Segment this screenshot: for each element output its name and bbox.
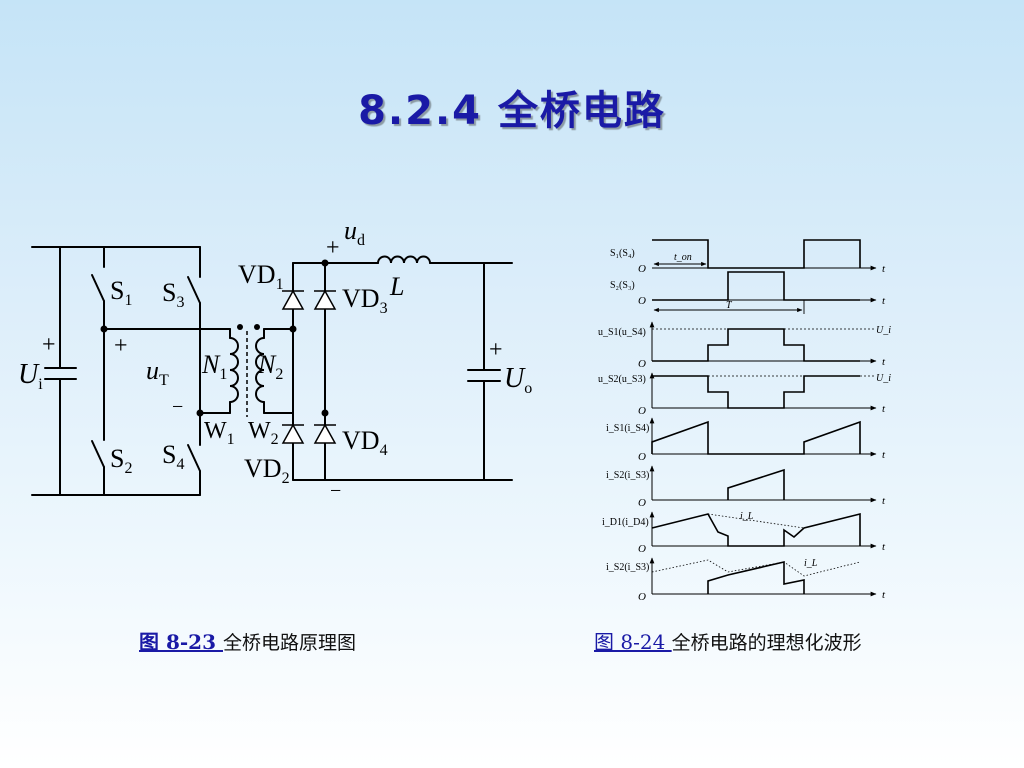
label-vd1: VD1 [238,260,284,293]
dimension-arrows [653,261,805,314]
wave-id1-id4 [651,512,861,547]
label-s1: S1 [110,276,132,309]
full-bridge-circuit-diagram: S1 S3 S2 S4 + Ui + uT − N1 N2 W1 W2 VD1 … [18,216,532,502]
row-label-is2-is3-lower: i_S2(i_S3) [606,562,649,573]
wave-is2-is3 [727,468,785,500]
caption-fig-8-24: 图 8-24 全桥电路的理想化波形 [594,626,862,655]
wave-us2-us3 [652,375,860,409]
row-label-s1-s4: S₁(S₄) [610,248,635,259]
t-label-2: t [882,295,886,307]
time-axes [652,265,877,597]
caption-text-8-24: 全桥电路的理想化波形 [671,632,862,654]
origin-label-8: O [638,591,646,603]
label-ut-minus: − [172,396,183,418]
row-label-is2-is3: i_S2(i_S3) [606,470,649,481]
wave-s2-s3 [652,271,860,301]
t-label-5: t [882,449,886,461]
ideal-waveforms-diagram: S₁(S₄) S₂(S₃) u_S1(u_S4) u_S2(u_S3) i_S1… [598,239,891,603]
origin-label-4: O [638,405,646,417]
junction-dots [100,259,329,417]
caption-text-8-23: 全桥电路原理图 [222,632,356,654]
origin-label-5: O [638,451,646,463]
slide-title: 8.2.4 全桥电路 [358,88,666,134]
wave-is1-is4 [651,420,861,455]
label-vd3: VD3 [342,284,388,317]
label-s4: S4 [162,440,184,473]
label-ui-lower: U_i [876,373,891,384]
origin-label-6: O [638,497,646,509]
wave-il-lower [651,559,861,577]
diode-vd4-symbol [313,423,337,444]
label-ui: Ui [18,359,43,393]
label-ud-minus: − [330,480,341,502]
t-label-4: t [882,403,886,415]
row-label-s2-s3: S₂(S₃) [610,280,635,291]
caption-link-8-24[interactable]: 图 8-24 [594,630,672,654]
origin-label-2: O [638,295,646,307]
label-il-lower: i_L [804,558,818,569]
origin-label-7: O [638,543,646,555]
label-w2: W2 [248,418,279,448]
t-label-3: t [882,356,886,368]
caption-fig-8-23: 图 8-23 全桥电路原理图 [139,626,356,655]
label-ud: ud [344,216,365,249]
origin-label-3: O [638,358,646,370]
t-label-6: t [882,495,886,507]
diode-vd3-symbol [313,289,337,310]
t-label-1: t [882,263,886,275]
diode-vd1-symbol [281,289,305,310]
label-n2: N2 [257,350,283,383]
label-ton: t_on [674,252,692,263]
t-label-7: t [882,541,886,553]
label-vd4: VD4 [342,426,388,459]
row-label-id1-id4: i_D1(i_D4) [602,517,649,528]
caption-link-8-23[interactable]: 图 8-23 [139,630,223,654]
label-ut-plus: + [114,333,128,359]
label-s3: S3 [162,278,184,311]
label-il-upper: i_L [740,511,754,522]
label-w1: W1 [204,418,235,448]
row-label-is1-is4: i_S1(i_S4) [606,423,649,434]
label-ui-upper: U_i [876,325,891,336]
row-label-us1-us4: u_S1(u_S4) [598,327,646,338]
label-ui-plus: + [42,332,56,358]
label-vd2: VD2 [244,454,290,487]
label-uo-plus: + [489,337,503,363]
label-ud-plus: + [326,235,340,261]
wave-il-upper [707,513,805,529]
label-n1: N1 [201,350,227,383]
label-s2: S2 [110,444,132,477]
diode-vd2-symbol [281,423,305,444]
label-ut: uT [146,356,169,389]
wave-us1-us4 [652,328,860,362]
t-label-8: t [882,589,886,601]
row-label-us2-us3: u_S2(u_S3) [598,374,646,385]
origin-label-1: O [638,263,646,275]
label-l: L [389,272,404,301]
label-uo: Uo [504,363,532,397]
wave-s1-s4 [652,239,861,269]
label-period: T [726,300,733,311]
